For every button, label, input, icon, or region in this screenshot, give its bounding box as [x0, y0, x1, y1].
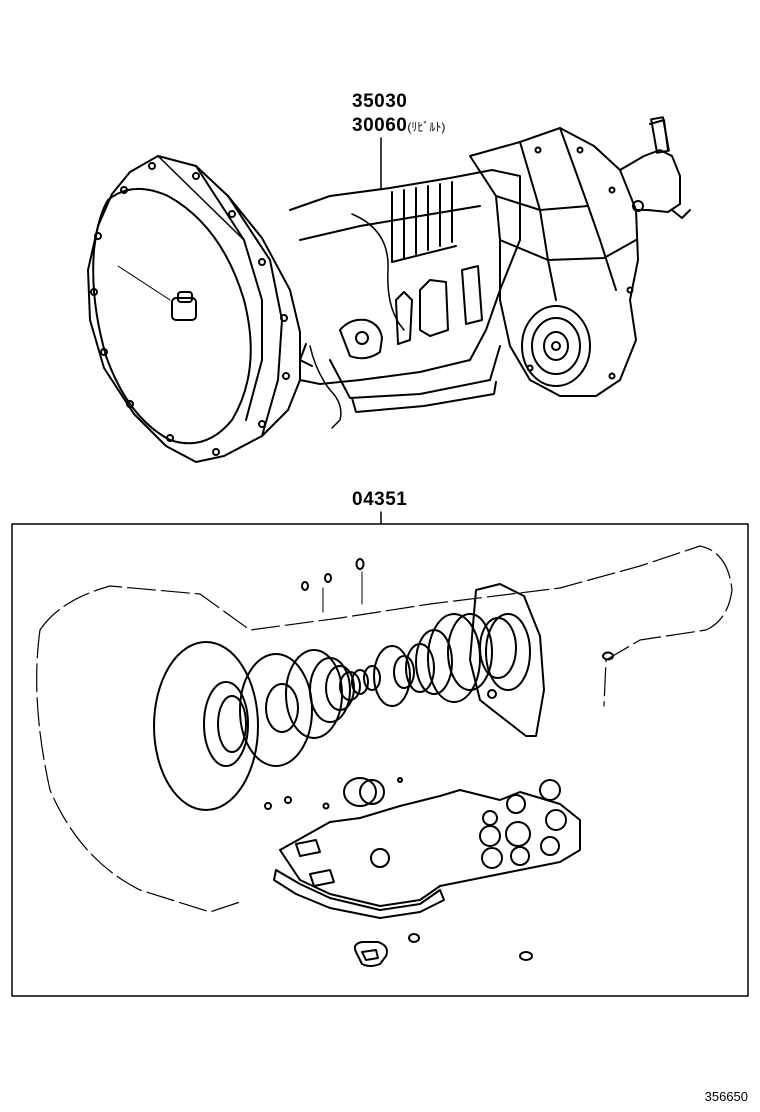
part-number-04351: 04351 — [352, 489, 408, 510]
gasket-kit-drawing — [36, 545, 733, 967]
part-label-30060: 30060(ﾘﾋﾞﾙﾄ) — [352, 116, 445, 135]
part-label-04351: 04351 — [352, 490, 407, 509]
part-label-35030: 35030 — [352, 92, 407, 111]
figure-number: 356650 — [704, 1089, 748, 1104]
rebuilt-note: (ﾘﾋﾞﾙﾄ) — [407, 120, 446, 134]
part-number-35030: 35030 — [352, 91, 408, 112]
transmission-assembly-drawing — [87, 116, 691, 463]
gasket-kit-frame — [11, 523, 749, 997]
part-number-30060: 30060 — [352, 115, 408, 136]
